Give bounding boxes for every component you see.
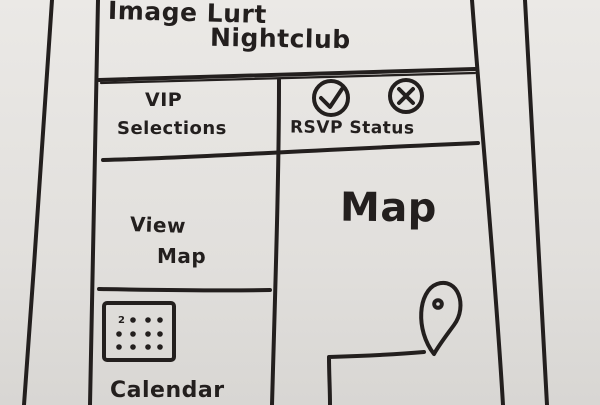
calendar-icon — [102, 301, 176, 362]
check-icon — [312, 79, 350, 117]
screen-right-border — [470, 0, 505, 405]
device-right-edge — [523, 0, 549, 405]
map-panel[interactable] — [278, 145, 503, 405]
nav-column-divider — [270, 78, 281, 405]
x-icon — [388, 78, 424, 114]
rsvp-cancel-button[interactable] — [382, 80, 432, 122]
map-route — [327, 350, 426, 405]
vip-selections-label-line-1: VIP — [145, 89, 183, 111]
view-map-button[interactable] — [100, 165, 270, 287]
view-map-divider — [97, 287, 272, 293]
map-pin-icon — [419, 280, 463, 356]
top-row-divider — [101, 141, 480, 162]
vip-selections-label-line-2: Selections — [117, 118, 227, 139]
vip-selections-button[interactable] — [100, 80, 276, 160]
header-divider-highlight — [99, 71, 477, 85]
screen-left-border — [88, 0, 100, 405]
device-left-edge — [22, 0, 54, 405]
rsvp-confirm-button[interactable] — [305, 80, 355, 122]
header-divider — [97, 67, 477, 82]
header-title-button[interactable] — [96, 0, 476, 72]
view-map-label-line-2: Map — [157, 244, 207, 268]
rsvp-status-label: RSVP Status — [289, 117, 415, 139]
svg-text:2: 2 — [118, 315, 125, 326]
calendar-label: Calendar — [110, 378, 225, 403]
calendar-button[interactable] — [95, 292, 271, 405]
